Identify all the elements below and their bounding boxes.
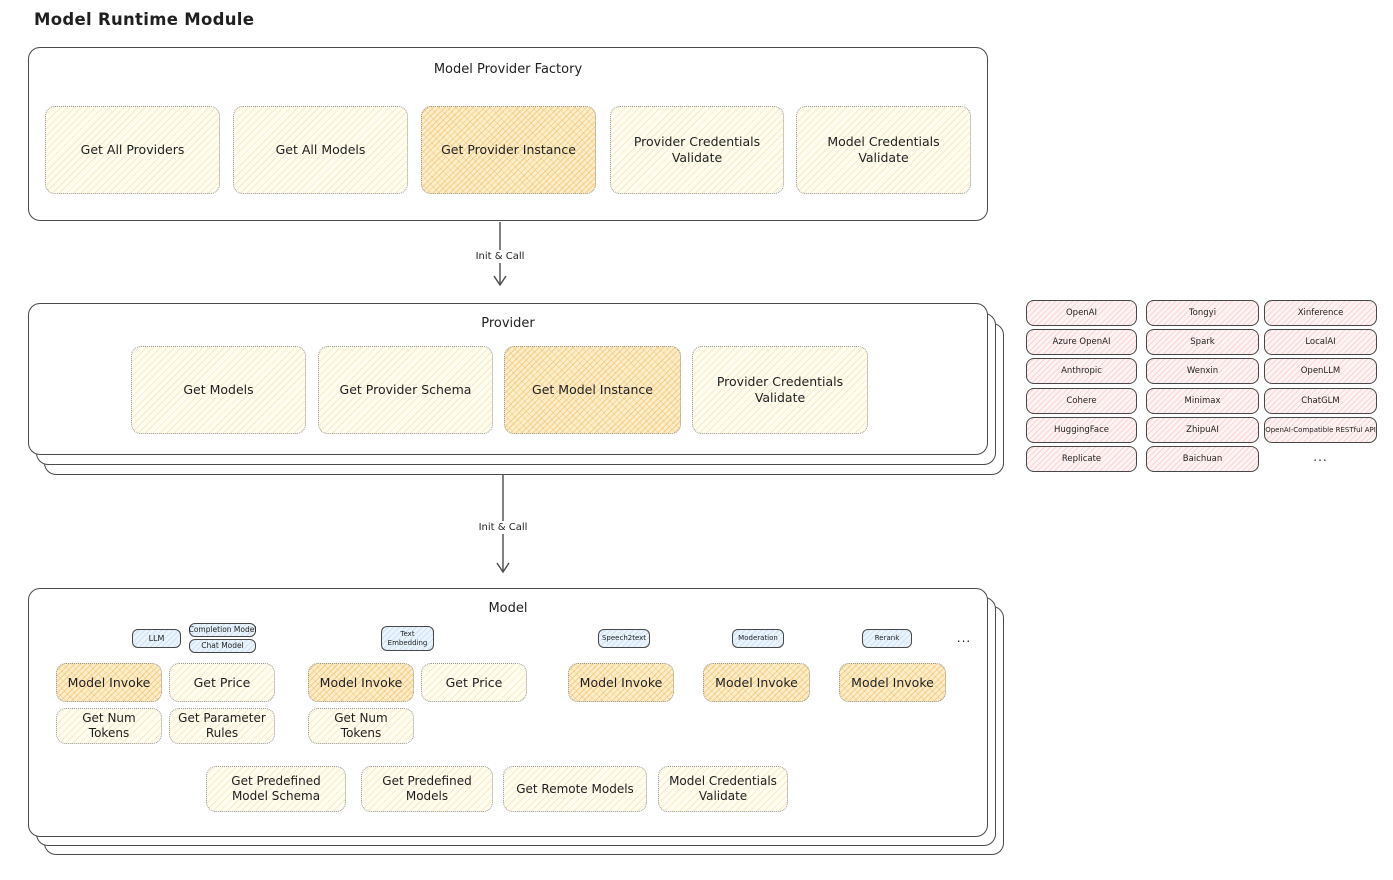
model-container: Model LLM Completion Model Chat Model Te… <box>28 588 988 837</box>
node-get-predefined-model-schema: Get Predefined Model Schema <box>206 766 346 812</box>
node-get-parameter-rules: Get Parameter Rules <box>169 708 275 744</box>
node-get-model-instance: Get Model Instance <box>504 346 681 434</box>
tab-llm: LLM <box>132 629 181 648</box>
provider-pill-cohere: Cohere <box>1026 388 1137 414</box>
provider-pill-openllm: OpenLLM <box>1264 358 1377 384</box>
provider-pill-wenxin: Wenxin <box>1146 358 1259 384</box>
provider-pill-spark: Spark <box>1146 329 1259 355</box>
tabs-more: ... <box>956 631 972 645</box>
node-get-models: Get Models <box>131 346 306 434</box>
arrow-label-init-call-1: Init & Call <box>455 250 545 263</box>
provider-pill-xinference: Xinference <box>1264 300 1377 326</box>
node-get-provider-schema: Get Provider Schema <box>318 346 493 434</box>
node-get-provider-instance: Get Provider Instance <box>421 106 596 194</box>
provider-pill-openai-compatible: OpenAI-Compatible RESTful API <box>1264 417 1377 443</box>
tab-text-embedding: Text Embedding <box>381 626 434 651</box>
node-model-invoke-speech2text: Model Invoke <box>568 663 674 702</box>
node-provider-credentials-validate-2: Provider Credentials Validate <box>692 346 868 434</box>
provider-pill-chatglm: ChatGLM <box>1264 388 1377 414</box>
provider-pill-baichuan: Baichuan <box>1146 446 1259 472</box>
provider-pill-zhipuai: ZhipuAI <box>1146 417 1259 443</box>
node-model-invoke-rerank: Model Invoke <box>839 663 946 702</box>
provider-pill-azure-openai: Azure OpenAI <box>1026 329 1137 355</box>
tab-chat-model: Chat Model <box>189 639 256 653</box>
provider-pill-huggingface: HuggingFace <box>1026 417 1137 443</box>
provider-pill-minimax: Minimax <box>1146 388 1259 414</box>
node-get-all-models: Get All Models <box>233 106 408 194</box>
tab-moderation: Moderation <box>732 629 784 648</box>
node-provider-credentials-validate: Provider Credentials Validate <box>610 106 784 194</box>
node-get-remote-models: Get Remote Models <box>503 766 647 812</box>
arrow-label-init-call-2: Init & Call <box>458 521 548 534</box>
provider-pill-localai: LocalAI <box>1264 329 1377 355</box>
factory-title: Model Provider Factory <box>433 62 583 77</box>
provider-pill-tongyi: Tongyi <box>1146 300 1259 326</box>
node-get-price-embedding: Get Price <box>421 663 527 702</box>
page-title: Model Runtime Module <box>34 10 255 29</box>
provider-pill-replicate: Replicate <box>1026 446 1137 472</box>
node-get-price-llm: Get Price <box>169 663 275 702</box>
provider-pill-openai: OpenAI <box>1026 300 1137 326</box>
provider-title: Provider <box>481 316 535 331</box>
provider-pill-anthropic: Anthropic <box>1026 358 1137 384</box>
provider-container: Provider Get Models Get Provider Schema … <box>28 303 988 455</box>
node-model-credentials-validate-2: Model Credentials Validate <box>658 766 788 812</box>
node-get-all-providers: Get All Providers <box>45 106 220 194</box>
model-title: Model <box>488 601 528 616</box>
provider-pill-more: ... <box>1313 450 1328 464</box>
node-get-num-tokens-embedding: Get Num Tokens <box>308 708 414 744</box>
node-get-num-tokens-llm: Get Num Tokens <box>56 708 162 744</box>
tab-speech2text: Speech2text <box>598 629 650 648</box>
node-model-invoke-moderation: Model Invoke <box>703 663 810 702</box>
node-model-credentials-validate: Model Credentials Validate <box>796 106 971 194</box>
tab-rerank: Rerank <box>862 629 912 648</box>
tab-completion-model: Completion Model <box>189 623 256 637</box>
node-get-predefined-models: Get Predefined Models <box>361 766 493 812</box>
factory-container: Model Provider Factory Get All Providers… <box>28 47 988 221</box>
node-model-invoke-llm: Model Invoke <box>56 663 162 702</box>
node-model-invoke-embedding: Model Invoke <box>308 663 414 702</box>
